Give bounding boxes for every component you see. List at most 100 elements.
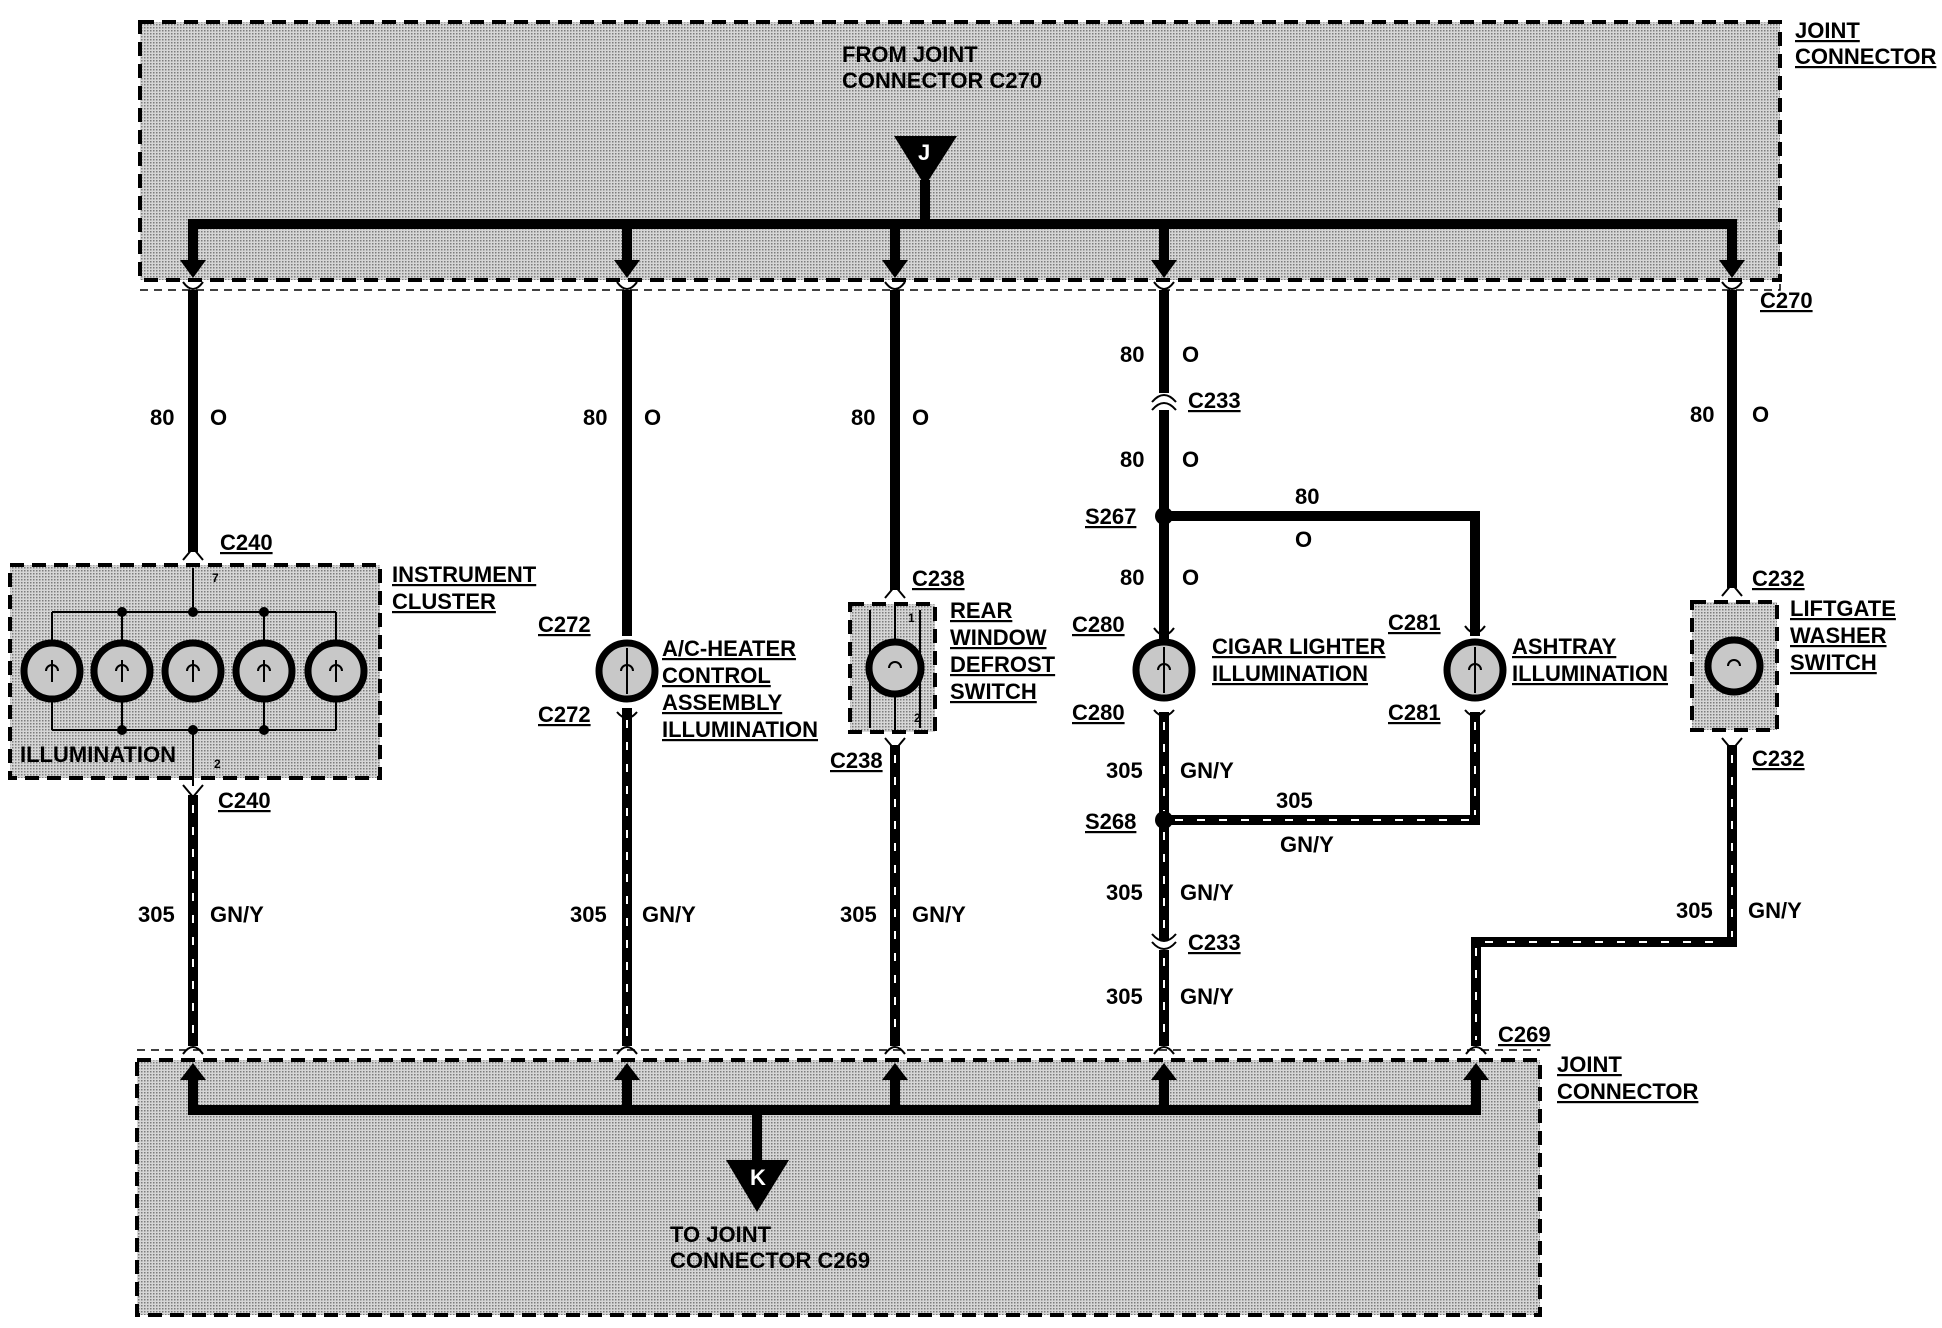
branch4-circuit-80-c: 80 [1120, 565, 1144, 590]
branch5-color-gny: GN/Y [1748, 898, 1802, 923]
bottom-connector-label: CONNECTOR [1557, 1079, 1698, 1104]
c281-bottom-label: C281 [1388, 700, 1441, 725]
branch4-color-gny-b: GN/Y [1180, 880, 1234, 905]
instrument-cluster-bulbs [20, 639, 368, 703]
branch1-circuit-305: 305 [138, 902, 175, 927]
branch2-circuit-305: 305 [570, 902, 607, 927]
branch4-circuit-305-c: 305 [1106, 984, 1143, 1009]
c281-top-label: C281 [1388, 610, 1441, 635]
branch5-color-o: O [1752, 402, 1769, 427]
instrument-cluster-line2: CLUSTER [392, 589, 496, 614]
defrost-pin-top: 1 [908, 611, 915, 625]
c238-top-label: C238 [912, 566, 965, 591]
branch2-circuit-80: 80 [583, 405, 607, 430]
liftgate-line2: WASHER [1790, 623, 1887, 648]
top-connector-boundary [140, 280, 1781, 291]
top-bus [180, 136, 1745, 278]
bulb-icon [232, 639, 296, 703]
branch-instrument-cluster [51, 281, 337, 1055]
branch4-circuit-80-a: 80 [1120, 342, 1144, 367]
branch4-circuit-305-b: 305 [1106, 880, 1143, 905]
rear-defrost-line1: REAR [950, 598, 1012, 623]
bottom-joint-connector-zone [135, 1058, 1542, 1317]
rear-defrost-line3: DEFROST [950, 652, 1056, 677]
bulb-icon [1443, 638, 1507, 702]
ashtray-feed-color-o: O [1295, 527, 1312, 552]
branch4-color-o-a: O [1182, 342, 1199, 367]
s268-label: S268 [1085, 809, 1136, 834]
branch-rear-defrost [865, 281, 925, 1055]
branch4-color-gny-c: GN/Y [1180, 984, 1234, 1009]
c238-bottom-label: C238 [830, 748, 883, 773]
bottom-bus-arrows [180, 1063, 1489, 1110]
c233-bottom-label: C233 [1188, 930, 1241, 955]
bulb-icon [161, 639, 225, 703]
from-joint-connector-line1: FROM JOINT [842, 42, 978, 67]
branch-cigar-lighter [1132, 281, 1507, 1055]
top-c270-label: C270 [1760, 288, 1813, 313]
pin-k-label: K [750, 1165, 766, 1190]
to-joint-connector-line2: CONNECTOR C269 [670, 1248, 870, 1273]
bottom-bus [180, 1063, 1489, 1212]
branch-ac-heater [595, 281, 659, 1055]
bottom-joint-label: JOINT [1557, 1052, 1622, 1077]
branch1-color-o: O [210, 405, 227, 430]
c272-top-label: C272 [538, 612, 591, 637]
bulb-icon [1704, 636, 1764, 696]
ac-heater-line2: CONTROL [662, 663, 771, 688]
branch1-color-gny: GN/Y [210, 902, 264, 927]
ashtray-line2: ILLUMINATION [1512, 661, 1668, 686]
top-joint-label: JOINT [1795, 18, 1860, 43]
bulb-icon [595, 639, 659, 703]
branch-liftgate [1465, 281, 1764, 1055]
ashtray-line1: ASHTRAY [1512, 634, 1617, 659]
rear-defrost-line2: WINDOW [950, 625, 1047, 650]
from-joint-connector-line2: CONNECTOR C270 [842, 68, 1042, 93]
c280-top-label: C280 [1072, 612, 1125, 637]
branch3-circuit-305: 305 [840, 902, 877, 927]
top-bus-arrows [180, 224, 1745, 278]
pin-k-triangle [726, 1160, 789, 1212]
bulb-icon [20, 639, 84, 703]
ashtray-return-circuit-305: 305 [1276, 788, 1313, 813]
branch2-color-gny: GN/Y [642, 902, 696, 927]
bulb-icon [865, 638, 925, 698]
c233-top-label: C233 [1188, 388, 1241, 413]
branch4-color-o-b: O [1182, 447, 1199, 472]
branch1-circuit-80: 80 [150, 405, 174, 430]
branch2-color-o: O [644, 405, 661, 430]
cigar-lighter-line2: ILLUMINATION [1212, 661, 1368, 686]
liftgate-line1: LIFTGATE [1790, 596, 1896, 621]
bulb-icon [304, 639, 368, 703]
c280-bottom-label: C280 [1072, 700, 1125, 725]
ac-heater-line3: ASSEMBLY [662, 690, 783, 715]
bulb-icon [1132, 638, 1196, 702]
branch4-color-o-c: O [1182, 565, 1199, 590]
c240-top-label: C240 [220, 530, 273, 555]
branch5-circuit-80: 80 [1690, 402, 1714, 427]
rear-defrost-line4: SWITCH [950, 679, 1037, 704]
c240-bottom-label: C240 [218, 788, 271, 813]
ashtray-return-color-gny: GN/Y [1280, 832, 1334, 857]
branch3-color-o: O [912, 405, 929, 430]
connector-c269-label: C269 [1498, 1022, 1551, 1047]
branch4-color-gny-a: GN/Y [1180, 758, 1234, 783]
s267-label: S267 [1085, 504, 1136, 529]
cluster-pin-bottom: 2 [214, 757, 221, 771]
branch4-circuit-305-a: 305 [1106, 758, 1143, 783]
cluster-pin-top: 7 [212, 571, 219, 585]
bulb-icon [90, 639, 154, 703]
pin-j-label: J [918, 140, 930, 165]
c272-bottom-label: C272 [538, 702, 591, 727]
c232-bottom-label: C232 [1752, 746, 1805, 771]
ashtray-feed-circuit-80: 80 [1295, 484, 1319, 509]
cigar-lighter-line1: CIGAR LIGHTER [1212, 634, 1386, 659]
instrument-cluster-line1: INSTRUMENT [392, 562, 537, 587]
branch3-color-gny: GN/Y [912, 902, 966, 927]
branch4-circuit-80-b: 80 [1120, 447, 1144, 472]
to-joint-connector-line1: TO JOINT [670, 1222, 772, 1247]
top-joint-connector-zone [138, 20, 1782, 282]
c232-top-label: C232 [1752, 566, 1805, 591]
ac-heater-line4: ILLUMINATION [662, 717, 818, 742]
